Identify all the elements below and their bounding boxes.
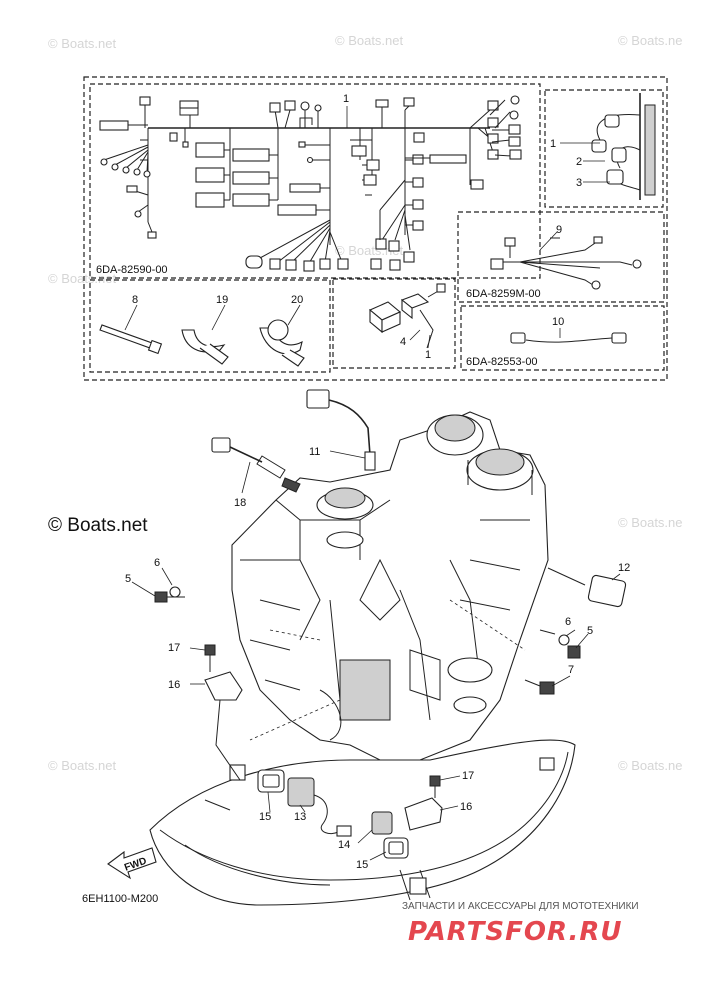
bracket-part-16-left [204,671,243,781]
diagram-code: 6EH1100-M200 [82,893,158,905]
callout-2: 2 [576,156,582,168]
callout-5-right: 5 [587,625,593,637]
callout-15-left: 15 [259,811,271,823]
bracket-part-16-right [404,797,443,831]
cable-tie-part [99,324,163,355]
watermark-low-right: © Boats.ne [618,758,683,773]
sensor-part-18 [211,437,301,493]
bolt-part-17-right [429,775,441,798]
grommet-part-15-right [383,837,409,859]
connector-part-11 [306,389,376,471]
watermark-mid-left-large: © Boats.net [48,515,148,536]
callout-6-right: 6 [565,616,571,628]
callout-7: 7 [568,664,574,676]
callout-16-left: 16 [168,679,180,691]
callout-6-left: 6 [154,557,160,569]
watermark-top-right: © Boats.ne [618,33,683,48]
callout-17-right: 17 [462,770,474,782]
callout-9: 9 [556,224,562,236]
callout-19: 19 [216,294,228,306]
callout-11: 11 [309,446,320,458]
callout-4: 4 [400,336,406,348]
callout-20: 20 [291,294,303,306]
callout-13: 13 [294,811,306,823]
callout-numbers: 1 1 2 3 9 10 4 1 8 19 20 11 18 5 6 12 6 … [125,93,630,871]
main-wire-harness [99,95,522,272]
kit-code-sub-harness: 6DA-8259M-00 [466,288,541,300]
callout-8: 8 [132,294,138,306]
callout-3: 3 [576,177,582,189]
callout-10: 10 [552,316,564,328]
callout-15-right: 15 [356,859,368,871]
kit-code-lead-wire: 6DA-82553-00 [466,356,538,368]
callout-1: 1 [343,93,349,105]
bolt-part-5-right [567,645,581,659]
grommet-part-15-left [257,769,285,793]
sensor-part-12 [547,567,627,608]
callout-14: 14 [338,839,350,851]
sub-harness-kit [490,236,642,290]
callout-1-relay: 1 [425,349,431,361]
callout-16-right: 16 [460,801,472,813]
lead-wire-kit [510,332,627,344]
watermark-mid-right: © Boats.ne [618,515,683,530]
bolt-part-17-left [204,644,216,672]
sensor-kit-detail [591,93,656,200]
callout-5-left: 5 [125,573,131,585]
brand-tagline: ЗАПЧАСТИ И АКСЕССУАРЫ ДЛЯ МОТОТЕХНИКИ [402,901,639,912]
bottom-cowling [149,739,576,906]
leader-lines [124,106,621,861]
watermark-low-left: © Boats.net [48,758,117,773]
fwd-arrow-icon: FWD [107,847,157,880]
engine-block [231,411,549,761]
washer-part-6-left [169,586,181,598]
bolt-part-7 [524,679,555,695]
watermark-top-center: © Boats.net [335,33,404,48]
callout-12: 12 [618,562,630,574]
watermark-mid-left: © Boats.net [48,271,117,286]
callout-18: 18 [234,497,246,509]
washer-part-6-right [539,629,570,646]
brand-logo: PARTSFOR.RU [408,917,622,947]
callout-1-sensor: 1 [550,138,556,150]
watermark-top-left: © Boats.net [48,36,117,51]
callout-17-left: 17 [168,642,180,654]
kit-box-outlines [83,76,668,381]
switch-part-13 [287,777,352,837]
kit-code-main-harness: 6DA-82590-00 [96,264,168,276]
relay-part [368,283,446,349]
clamp-part-19 [181,329,229,365]
grommet-part-14 [371,811,393,835]
clamp-part-20 [259,319,305,367]
